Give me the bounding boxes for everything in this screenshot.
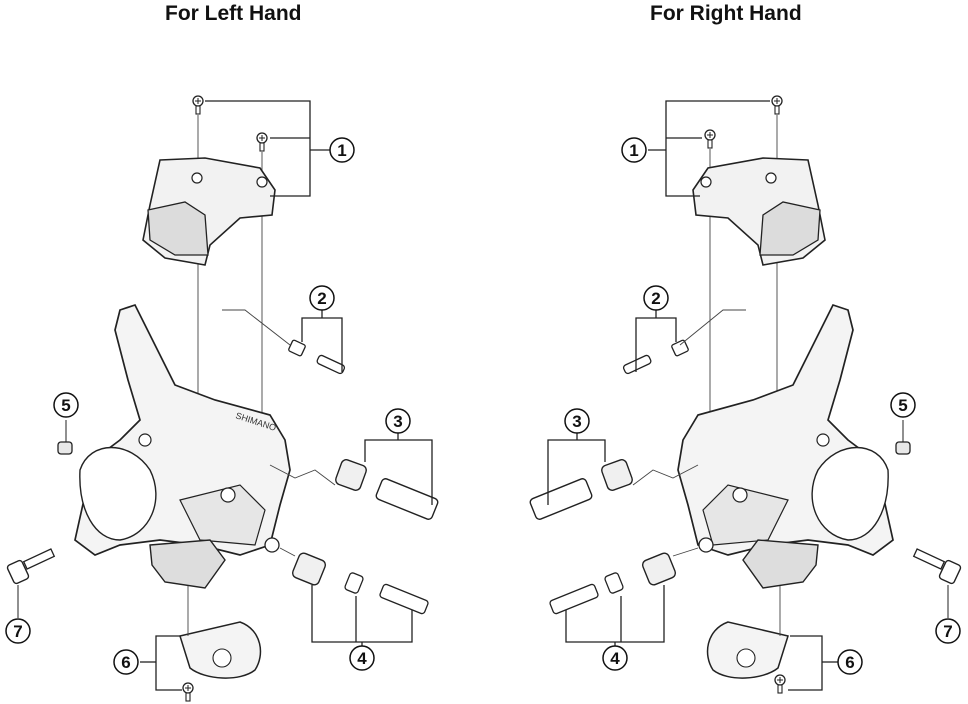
right-assembly <box>529 95 962 694</box>
callout-1-right: 1 <box>621 137 647 163</box>
right-cable-adjuster <box>529 459 633 520</box>
callout-5-left: 5 <box>53 392 79 418</box>
left-bottom-cover <box>179 621 262 679</box>
title-right-hand: For Right Hand <box>650 2 802 25</box>
svg-text:5: 5 <box>61 396 70 415</box>
left-cap <box>57 441 73 455</box>
callout-2-right: 2 <box>643 285 669 311</box>
callout-3-left: 3 <box>385 408 411 434</box>
title-left-hand: For Left Hand <box>165 2 302 25</box>
svg-text:2: 2 <box>651 289 660 308</box>
svg-text:7: 7 <box>13 622 22 641</box>
left-screw-second <box>256 132 268 152</box>
right-cable-adjuster-set <box>549 537 714 615</box>
left-adjusting-bolt <box>288 339 346 375</box>
svg-text:4: 4 <box>610 649 620 668</box>
callout-6-right: 6 <box>837 649 863 675</box>
svg-text:6: 6 <box>121 653 130 672</box>
left-clamp-bolt <box>6 548 56 585</box>
right-clamp-bolt <box>912 548 962 585</box>
right-indicator-cover <box>692 157 826 266</box>
callout-2-left: 2 <box>309 285 335 311</box>
svg-text:4: 4 <box>357 649 367 668</box>
left-callout-lines <box>140 100 433 691</box>
right-lever-body <box>677 303 894 589</box>
right-cap <box>895 441 911 455</box>
svg-text:6: 6 <box>845 653 854 672</box>
callout-4-left: 4 <box>349 645 375 671</box>
svg-text:7: 7 <box>943 622 952 641</box>
left-lever-body: SHIMANO <box>74 303 291 589</box>
callout-4-right: 4 <box>602 645 628 671</box>
right-adjusting-bolt <box>622 339 689 375</box>
right-bottom-screw <box>774 674 786 694</box>
left-cable-adjuster <box>335 459 439 520</box>
left-indicator-cover <box>142 157 276 266</box>
left-screw-top <box>192 95 204 115</box>
callout-3-right: 3 <box>564 408 590 434</box>
callout-1-left: 1 <box>329 137 355 163</box>
right-bottom-cover <box>706 621 789 679</box>
left-cable-adjuster-set <box>264 537 429 615</box>
left-bottom-screw <box>182 682 194 702</box>
callout-6-left: 6 <box>113 649 139 675</box>
svg-text:2: 2 <box>317 289 326 308</box>
callout-7-right: 7 <box>935 618 961 644</box>
callout-7-left: 7 <box>5 618 31 644</box>
svg-text:1: 1 <box>337 141 346 160</box>
svg-text:5: 5 <box>898 396 907 415</box>
svg-text:3: 3 <box>572 412 581 431</box>
svg-text:3: 3 <box>393 412 402 431</box>
right-screw-top <box>771 95 783 115</box>
svg-text:1: 1 <box>629 141 638 160</box>
callout-5-right: 5 <box>890 392 916 418</box>
right-callout-lines <box>547 100 838 691</box>
left-assembly: SHIMANO <box>6 95 439 702</box>
right-screw-second <box>704 129 716 149</box>
